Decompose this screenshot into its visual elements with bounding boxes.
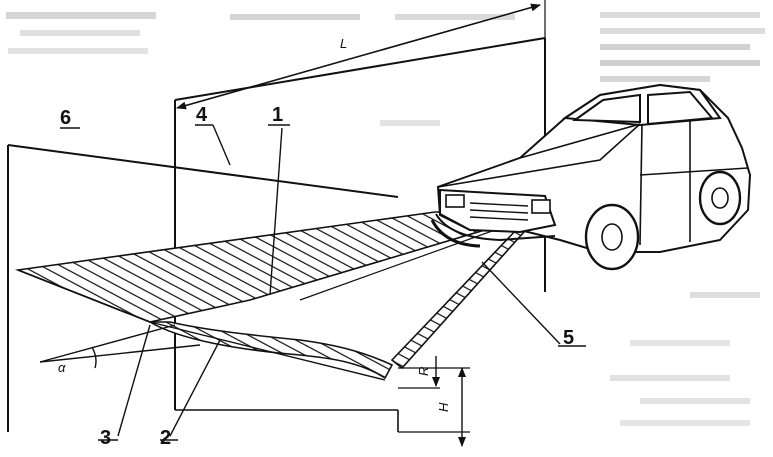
label-6: 6 [60, 107, 71, 129]
leader-lines [60, 124, 586, 441]
callout-labels: 6 4 1 3 2 5 [60, 104, 574, 449]
dimension-H-R: H R [398, 356, 470, 447]
dimension-L: L [176, 0, 546, 110]
dimension-H-label: H [436, 402, 451, 412]
light-beam [14, 211, 546, 381]
label-4: 4 [196, 104, 208, 126]
label-1: 1 [272, 104, 283, 126]
dimension-R-label: R [416, 367, 431, 376]
label-2: 2 [160, 427, 171, 449]
dimension-L-label: L [340, 36, 347, 51]
label-5: 5 [563, 327, 574, 349]
car [430, 83, 752, 271]
label-3: 3 [100, 427, 111, 449]
angle-alpha-label: α [58, 360, 66, 375]
angle-alpha: α [39, 324, 201, 375]
